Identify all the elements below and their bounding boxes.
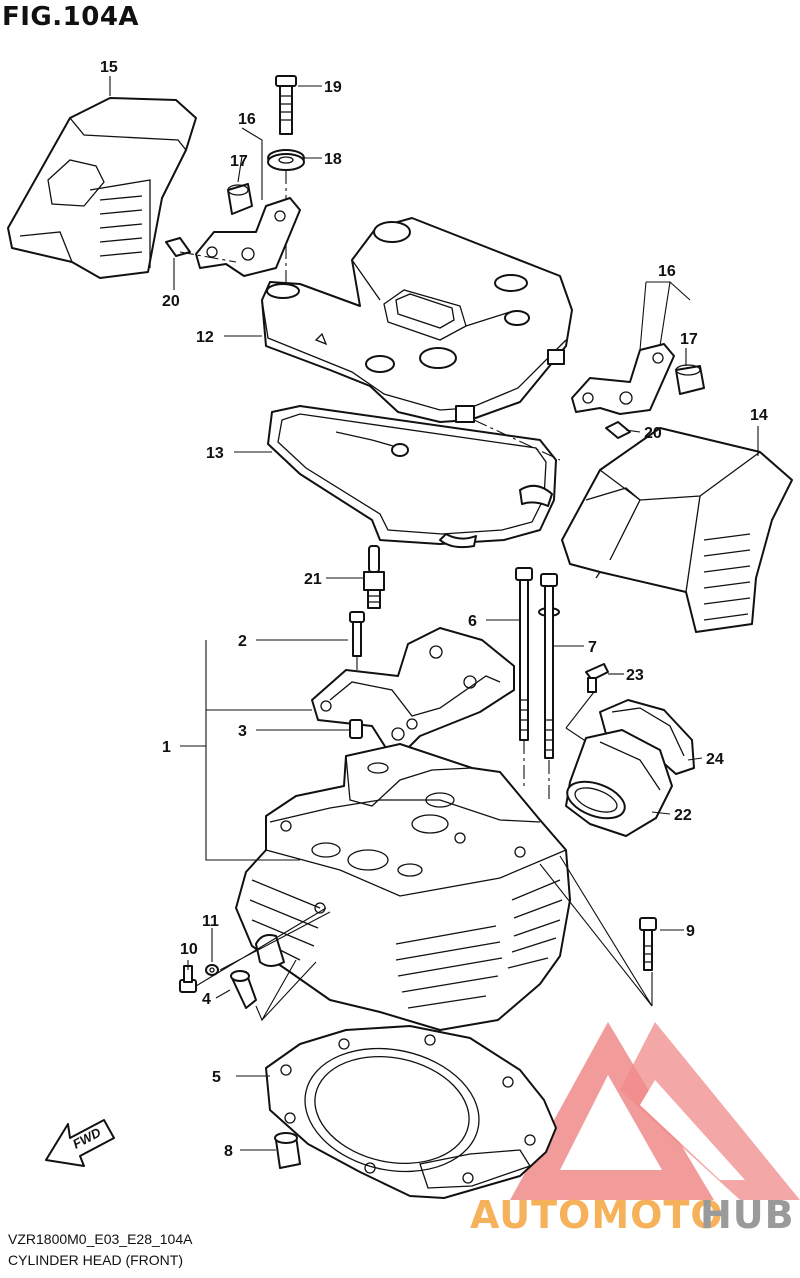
part-5-head-gasket [265, 1025, 557, 1199]
callout-16-left: 16 [238, 111, 256, 128]
part-17-grommet-left [227, 183, 253, 215]
part-19-bolt [275, 75, 297, 135]
rocker-bracket [311, 627, 515, 751]
callout-numbers: 15 19 16 17 18 20 12 16 17 20 14 13 21 6… [100, 59, 768, 1160]
part-3-dowel-pin [349, 719, 363, 739]
callout-16-right: 16 [658, 263, 676, 280]
part-17-grommet-right [675, 364, 705, 395]
callout-18: 18 [324, 151, 342, 168]
callout-10: 10 [180, 941, 198, 958]
assembly-line-12 [473, 419, 561, 461]
callout-19: 19 [324, 79, 342, 96]
assembly-line-20-left [179, 251, 237, 263]
callout-3: 3 [238, 723, 247, 740]
part-16-bracket-right [571, 343, 675, 415]
callout-20-right: 20 [644, 425, 662, 442]
figure-title: FIG.104A [2, 2, 140, 32]
part-4-sensor [230, 970, 257, 1009]
part-20-screw-right [605, 421, 631, 439]
part-9-bolt [639, 917, 657, 971]
callout-1: 1 [162, 739, 171, 756]
callout-6: 6 [468, 613, 477, 630]
assembly-lines-4-10-11 [195, 907, 331, 1022]
callout-15: 15 [100, 59, 118, 76]
part-2-bolt [349, 611, 365, 657]
callout-21: 21 [304, 571, 322, 588]
callout-7: 7 [588, 639, 597, 656]
callout-14: 14 [750, 407, 768, 424]
part-20-screw-left [165, 237, 191, 257]
watermark-text-hub: HUB [700, 1193, 795, 1237]
part-15-side-cover [7, 97, 197, 279]
callout-20-left: 20 [162, 293, 180, 310]
callout-4: 4 [202, 991, 211, 1008]
part-18-washer [267, 149, 305, 171]
callout-13: 13 [206, 445, 224, 462]
fwd-direction-arrow: FWD [45, 1119, 115, 1167]
callout-5: 5 [212, 1069, 221, 1086]
callout-9: 9 [686, 923, 695, 940]
figure-caption: CYLINDER HEAD (FRONT) [8, 1252, 184, 1268]
part-6-stud-bolt [515, 567, 533, 741]
part-12-head-cover [261, 217, 573, 423]
assembly-lines-9 [539, 855, 653, 1007]
callout-12: 12 [196, 329, 214, 346]
callout-17-left: 17 [230, 153, 248, 170]
callout-22: 22 [674, 807, 692, 824]
part-8-dowel [274, 1132, 301, 1169]
callout-23: 23 [626, 667, 644, 684]
part-11-washer [205, 964, 219, 976]
part-23-screw [585, 663, 609, 693]
leader-lines [109, 76, 759, 1151]
callout-11: 11 [202, 913, 219, 930]
part-16-bracket-left [195, 197, 301, 277]
callout-8: 8 [224, 1143, 233, 1160]
part-13-gasket [267, 405, 557, 549]
part-21-spark-plug [363, 545, 385, 609]
callout-2: 2 [238, 633, 247, 650]
callout-17-right: 17 [680, 331, 698, 348]
part-22-intake-pipe [565, 729, 673, 837]
watermark-logo: AUTOMOTO HUB [470, 1022, 800, 1237]
assembly-lines-6-7 [523, 740, 550, 800]
part-14-side-cover [561, 427, 793, 633]
callout-24: 24 [706, 751, 724, 768]
cylinder-head [235, 743, 571, 1031]
part-7-stud-bolt [538, 573, 560, 759]
watermark-text-auto: AUTOMOTO [470, 1193, 724, 1237]
figure-code: VZR1800M0_E03_E28_104A [8, 1231, 193, 1247]
